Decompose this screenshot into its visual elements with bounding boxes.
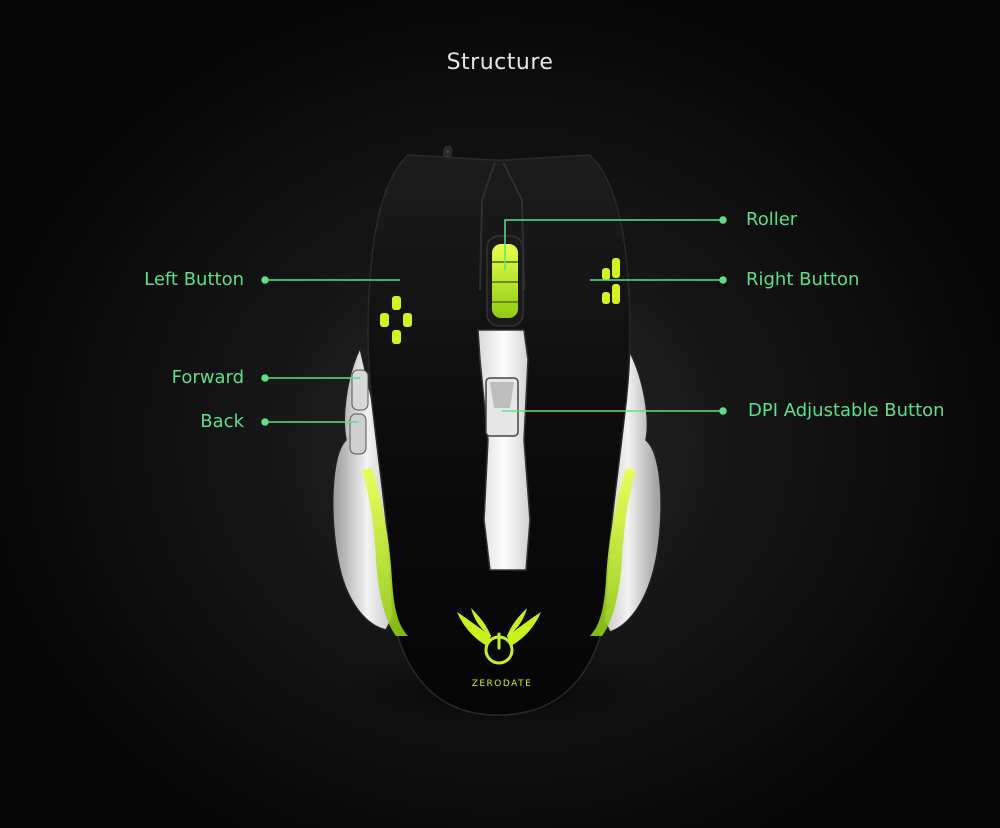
back-callout-line <box>261 418 358 426</box>
right-button-lights <box>602 258 620 304</box>
left-button-lights <box>380 296 412 344</box>
brand-wordmark: ZERODATE <box>472 679 533 689</box>
label-right-button: Right Button <box>746 269 860 290</box>
label-back: Back <box>200 411 244 432</box>
right-button-callout-line <box>590 276 727 284</box>
back-side-button <box>349 413 367 455</box>
dpi-callout-line <box>502 407 727 415</box>
label-dpi-button: DPI Adjustable Button <box>748 400 945 421</box>
forward-callout-line <box>261 374 360 382</box>
label-forward: Forward <box>171 367 244 388</box>
page-title: Structure <box>446 50 554 75</box>
label-left-button: Left Button <box>144 269 244 290</box>
brand-logo <box>457 608 541 665</box>
forward-side-button <box>351 369 369 411</box>
label-roller: Roller <box>746 209 798 230</box>
left-glow-strip <box>362 468 408 636</box>
left-button-callout-line <box>261 276 400 284</box>
roller-callout-line <box>504 216 727 270</box>
right-glow-strip <box>590 468 636 636</box>
